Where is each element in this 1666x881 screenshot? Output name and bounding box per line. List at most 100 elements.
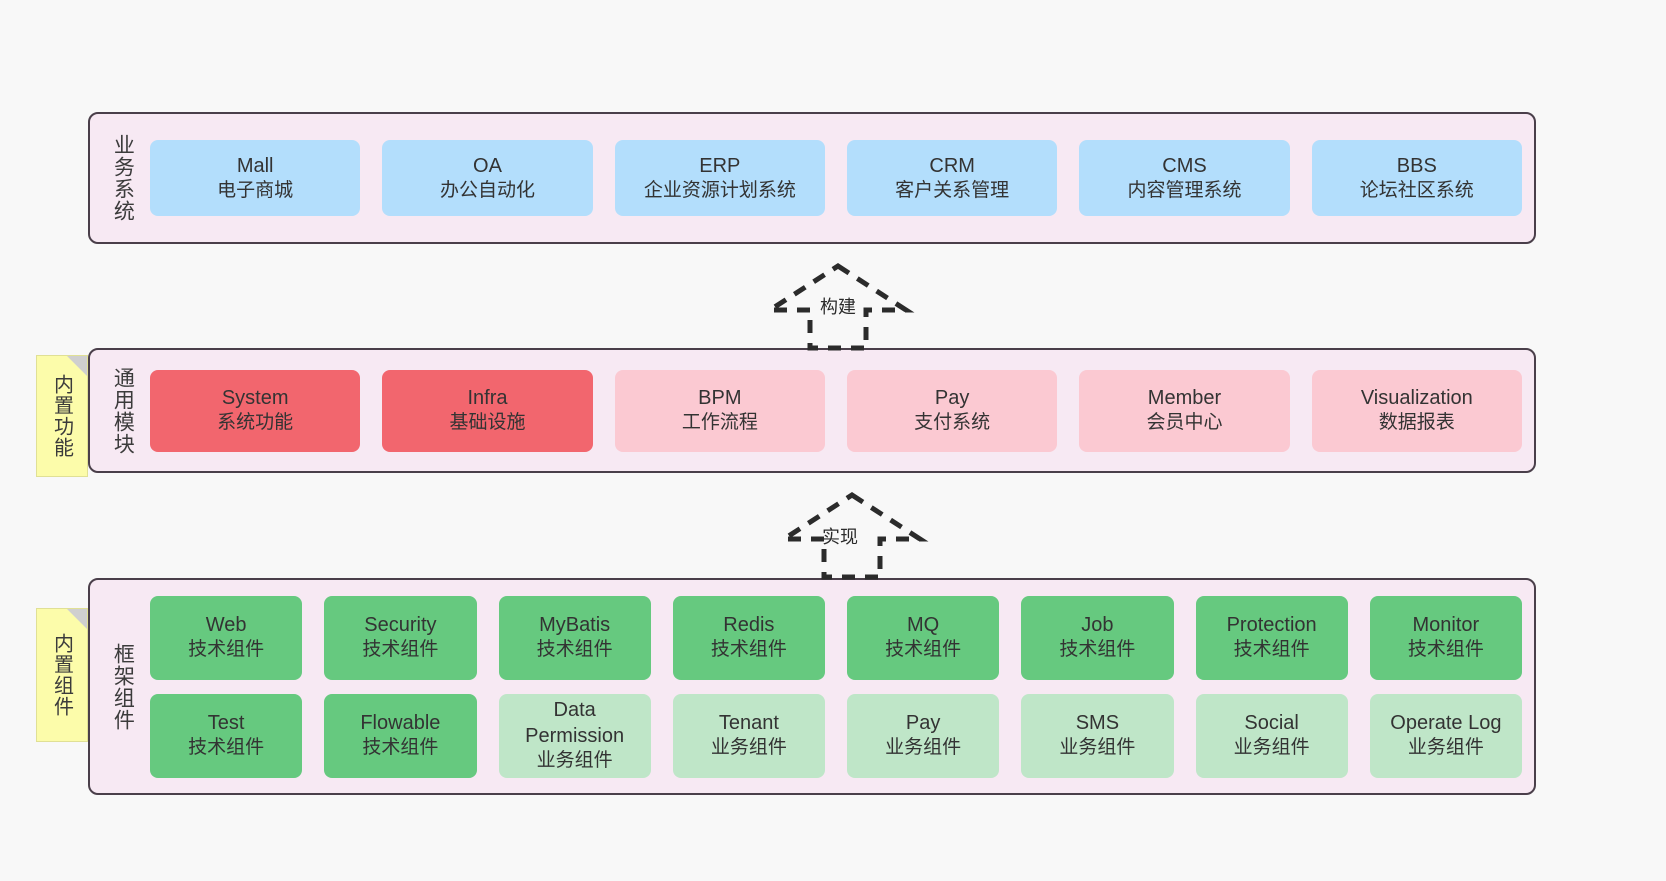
node-subtitle: 技术组件 [536, 639, 613, 661]
node-subtitle: 业务组件 [1059, 737, 1136, 759]
business-system-layer: 业务系统 Mall 电子商城 OA 办公自动化 ERP 企业资源计划系统 CRM… [88, 112, 1536, 244]
note-fold-corner [67, 609, 87, 629]
node-subtitle: 工作流程 [681, 412, 758, 434]
node-subtitle: 基础设施 [449, 412, 526, 434]
node-subtitle: 论坛社区系统 [1359, 179, 1474, 201]
module-items-row: System 系统功能 Infra 基础设施 BPM 工作流程 Pay 支付系统… [150, 369, 1522, 452]
framework-node-test[interactable]: Test 技术组件 [150, 693, 303, 778]
node-title: OA [473, 154, 502, 177]
framework-node-protection[interactable]: Protection 技术组件 [1195, 595, 1348, 680]
connector-implement-label: 实现 [822, 527, 858, 547]
node-subtitle: 办公自动化 [439, 179, 535, 201]
node-title: Tenant [718, 712, 779, 735]
node-title: Monitor [1412, 614, 1480, 637]
node-title: ERP [699, 154, 741, 177]
framework-node-flowable[interactable]: Flowable 技术组件 [324, 693, 477, 778]
connector-build-label: 构建 [820, 297, 856, 317]
node-subtitle: 内容管理系统 [1127, 179, 1242, 201]
node-title: BBS [1396, 154, 1437, 177]
node-subtitle: 技术组件 [188, 639, 265, 661]
node-subtitle: 电子商城 [217, 179, 294, 201]
node-title: Infra [467, 387, 508, 410]
module-node-infra[interactable]: Infra 基础设施 [382, 369, 593, 452]
node-subtitle: 技术组件 [1233, 639, 1310, 661]
node-title: Mall [236, 154, 274, 177]
node-subtitle: 会员中心 [1146, 412, 1223, 434]
business-node-mall[interactable]: Mall 电子商城 [150, 140, 361, 216]
node-subtitle: 技术组件 [885, 639, 962, 661]
framework-component-layer: 框架组件 Web 技术组件 Security 技术组件 MyBatis 技术组件… [88, 578, 1536, 795]
module-node-system[interactable]: System 系统功能 [150, 369, 361, 452]
business-node-oa[interactable]: OA 办公自动化 [382, 140, 593, 216]
framework-node-web[interactable]: Web 技术组件 [150, 595, 303, 680]
node-title: Member [1147, 387, 1222, 410]
node-title: Job [1081, 614, 1114, 637]
node-title: System [221, 387, 289, 410]
node-subtitle: 客户关系管理 [895, 179, 1010, 201]
node-subtitle: 数据报表 [1378, 412, 1455, 434]
node-title: Pay [905, 712, 941, 735]
module-layer-body: System 系统功能 Infra 基础设施 BPM 工作流程 Pay 支付系统… [142, 360, 1522, 461]
framework-node-mq[interactable]: MQ 技术组件 [847, 595, 1000, 680]
node-title: Protection [1226, 614, 1317, 637]
node-title: MyBatis [539, 614, 611, 637]
node-subtitle: 业务组件 [885, 737, 962, 759]
framework-node-pay[interactable]: Pay 业务组件 [847, 693, 1000, 778]
node-subtitle: 技术组件 [188, 737, 265, 759]
framework-tech-row: Web 技术组件 Security 技术组件 MyBatis 技术组件 Redi… [150, 595, 1522, 680]
node-title: Security [364, 614, 437, 637]
node-title: Visualization [1360, 387, 1473, 410]
framework-node-data-permission[interactable]: Data Permission 业务组件 [498, 693, 651, 778]
node-subtitle: 业务组件 [1407, 737, 1484, 759]
framework-node-monitor[interactable]: Monitor 技术组件 [1369, 595, 1522, 680]
business-node-crm[interactable]: CRM 客户关系管理 [846, 140, 1058, 216]
note-builtin-function: 内置功能 [36, 355, 88, 477]
framework-node-redis[interactable]: Redis 技术组件 [672, 595, 825, 680]
node-title: CMS [1162, 154, 1207, 177]
node-title: Flowable [360, 712, 441, 735]
framework-node-mybatis[interactable]: MyBatis 技术组件 [498, 595, 651, 680]
module-node-pay[interactable]: Pay 支付系统 [846, 369, 1058, 452]
business-node-cms[interactable]: CMS 内容管理系统 [1079, 140, 1290, 216]
node-title: CRM [929, 154, 975, 177]
framework-node-job[interactable]: Job 技术组件 [1021, 595, 1174, 680]
common-module-layer: 通用模块 System 系统功能 Infra 基础设施 BPM 工作流程 Pay… [88, 348, 1536, 473]
node-title: Operate Log [1390, 712, 1502, 735]
node-subtitle: 系统功能 [217, 412, 294, 434]
framework-node-security[interactable]: Security 技术组件 [324, 595, 477, 680]
framework-biz-row: Test 技术组件 Flowable 技术组件 Data Permission … [150, 693, 1522, 778]
node-subtitle: 技术组件 [362, 639, 439, 661]
module-layer-title: 通用模块 [111, 366, 135, 455]
node-subtitle: 支付系统 [914, 412, 991, 434]
module-node-visualization[interactable]: Visualization 数据报表 [1311, 369, 1522, 452]
node-title: BPM [698, 387, 742, 410]
node-subtitle: 技术组件 [362, 737, 439, 759]
note-fold-corner [67, 356, 87, 376]
business-layer-title: 业务系统 [111, 134, 135, 222]
connector-implement-arrow [772, 491, 932, 581]
framework-layer-body: Web 技术组件 Security 技术组件 MyBatis 技术组件 Redi… [142, 590, 1522, 783]
node-subtitle: 技术组件 [1407, 639, 1484, 661]
module-node-member[interactable]: Member 会员中心 [1079, 369, 1290, 452]
framework-node-tenant[interactable]: Tenant 业务组件 [672, 693, 825, 778]
module-node-bpm[interactable]: BPM 工作流程 [614, 369, 825, 452]
framework-node-operate-log[interactable]: Operate Log 业务组件 [1369, 693, 1522, 778]
framework-node-sms[interactable]: SMS 业务组件 [1021, 693, 1174, 778]
node-subtitle: 业务组件 [710, 737, 787, 759]
business-node-erp[interactable]: ERP 企业资源计划系统 [614, 140, 825, 216]
framework-layer-title: 框架组件 [111, 642, 135, 731]
node-title: MQ [907, 614, 940, 637]
business-node-bbs[interactable]: BBS 论坛社区系统 [1311, 140, 1522, 216]
note-label: 内置功能 [50, 374, 73, 458]
node-title: Redis [723, 614, 775, 637]
node-title: Data Permission [525, 699, 625, 748]
node-subtitle: 技术组件 [1059, 639, 1136, 661]
node-title: Test [207, 712, 245, 735]
framework-node-social[interactable]: Social 业务组件 [1195, 693, 1348, 778]
node-title: Web [205, 614, 247, 637]
node-subtitle: 业务组件 [1233, 737, 1310, 759]
note-label: 内置组件 [50, 633, 73, 717]
node-subtitle: 技术组件 [710, 639, 787, 661]
node-title: Social [1244, 712, 1299, 735]
